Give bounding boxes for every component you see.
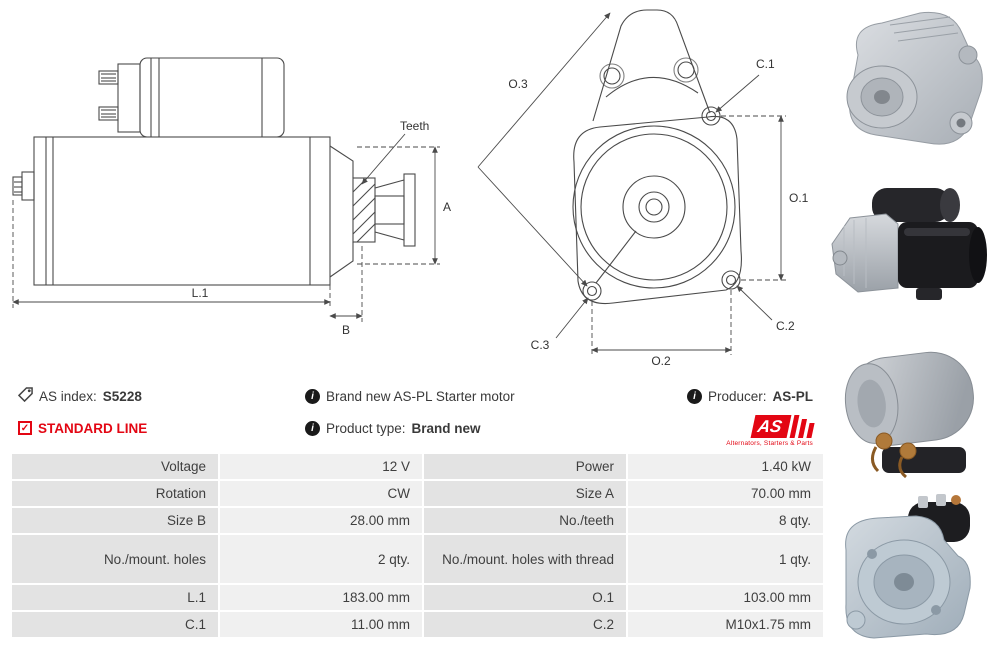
dim-a-label: A xyxy=(443,200,451,214)
dim-o2-label: O.2 xyxy=(651,354,671,368)
dim-o3-label: O.3 xyxy=(508,77,528,91)
tag-icon xyxy=(17,387,33,405)
as-pl-logo-mark: AS xyxy=(750,415,815,438)
as-index-value: S5228 xyxy=(102,388,142,404)
spec-label: Power xyxy=(424,454,626,479)
side-view-drawing: Teeth A L.1 B xyxy=(12,57,451,337)
product-description: i Brand new AS-PL Starter motor xyxy=(305,388,590,404)
spec-value: CW xyxy=(220,481,422,506)
spec-value: 11.00 mm xyxy=(220,612,422,637)
dim-c1-label: C.1 xyxy=(756,57,775,71)
table-row: Rotation CW Size A 70.00 mm xyxy=(12,481,823,506)
starter-front-angled-photo xyxy=(820,2,998,162)
product-type-label: Product type: xyxy=(326,420,406,436)
info-icon: i xyxy=(686,388,702,404)
product-type-value: Brand new xyxy=(411,420,481,436)
table-row: Size B 28.00 mm No./teeth 8 qty. xyxy=(12,508,823,533)
spec-label: L.1 xyxy=(12,585,218,610)
spec-label: C.2 xyxy=(424,612,626,637)
spec-label: No./mount. holes xyxy=(12,535,218,583)
checkbox-check-icon: ✓ xyxy=(18,421,32,435)
spec-value: 12 V xyxy=(220,454,422,479)
dim-c3-label: C.3 xyxy=(531,338,550,352)
standard-line: ✓ STANDARD LINE xyxy=(10,421,305,436)
spec-value: 28.00 mm xyxy=(220,508,422,533)
starter-rear-angled-art xyxy=(845,494,971,639)
spec-label: O.1 xyxy=(424,585,626,610)
spec-value: 1.40 kW xyxy=(628,454,823,479)
teeth-label: Teeth xyxy=(400,119,429,133)
spec-value: M10x1.75 mm xyxy=(628,612,823,637)
producer-value: AS-PL xyxy=(772,388,814,404)
spec-label: No./teeth xyxy=(424,508,626,533)
as-index-label: AS index: xyxy=(39,388,97,404)
info-row-1: AS index: S5228 i Brand new AS-PL Starte… xyxy=(10,380,815,412)
spec-value: 2 qty. xyxy=(220,535,422,583)
producer: i Producer: AS-PL xyxy=(590,388,815,404)
dim-c2-label: C.2 xyxy=(776,319,795,333)
spec-value: 183.00 mm xyxy=(220,585,422,610)
starter-rear-angled-photo xyxy=(820,491,998,651)
info-icon: i xyxy=(305,420,320,436)
as-pl-logo-tagline: Alternators, Starters & Parts xyxy=(726,440,813,447)
table-row: L.1 183.00 mm O.1 103.00 mm xyxy=(12,585,823,610)
product-photos xyxy=(818,2,1000,655)
starter-side-art xyxy=(831,188,987,300)
dim-b-label: B xyxy=(342,323,350,337)
logo-stripe-icon xyxy=(806,423,815,438)
technical-drawings: Teeth A L.1 B xyxy=(0,0,815,376)
table-row: C.1 11.00 mm C.2 M10x1.75 mm xyxy=(12,612,823,637)
spec-table: Voltage 12 V Power 1.40 kW Rotation CW S… xyxy=(10,452,825,639)
dim-l1-label: L.1 xyxy=(192,286,209,300)
spec-label: Rotation xyxy=(12,481,218,506)
as-index: AS index: S5228 xyxy=(10,387,305,405)
spec-label: C.1 xyxy=(12,612,218,637)
starter-front-angled-art xyxy=(846,11,983,145)
starter-side-photo xyxy=(820,165,998,325)
info-icon: i xyxy=(305,388,320,404)
table-row: Voltage 12 V Power 1.40 kW xyxy=(12,454,823,479)
solenoid-closeup-art xyxy=(844,351,974,479)
product-type: i Product type: Brand new xyxy=(305,420,590,436)
product-info: AS index: S5228 i Brand new AS-PL Starte… xyxy=(10,380,815,447)
table-row: No./mount. holes 2 qty. No./mount. holes… xyxy=(12,535,823,583)
solenoid-closeup-photo xyxy=(820,328,998,488)
spec-label: No./mount. holes with thread xyxy=(424,535,626,583)
producer-label: Producer: xyxy=(707,388,767,404)
description-text: Brand new AS-PL Starter motor xyxy=(326,388,515,404)
spec-label: Size B xyxy=(12,508,218,533)
standard-line-label: STANDARD LINE xyxy=(38,420,148,436)
front-view-drawing: O.3 C.1 O.1 C.2 C.3 O.2 xyxy=(477,9,809,368)
spec-value: 70.00 mm xyxy=(628,481,823,506)
as-pl-logo-text: AS xyxy=(750,415,792,438)
spec-value: 103.00 mm xyxy=(628,585,823,610)
as-pl-logo: AS Alternators, Starters & Parts xyxy=(726,415,815,447)
spec-value: 1 qty. xyxy=(628,535,823,583)
brand-logo-col: AS Alternators, Starters & Parts xyxy=(590,409,815,447)
spec-label: Size A xyxy=(424,481,626,506)
info-row-2: ✓ STANDARD LINE i Product type: Brand ne… xyxy=(10,409,815,447)
dim-o1-label: O.1 xyxy=(789,191,809,205)
logo-stripe-icon xyxy=(797,419,808,438)
spec-label: Voltage xyxy=(12,454,218,479)
spec-value: 8 qty. xyxy=(628,508,823,533)
